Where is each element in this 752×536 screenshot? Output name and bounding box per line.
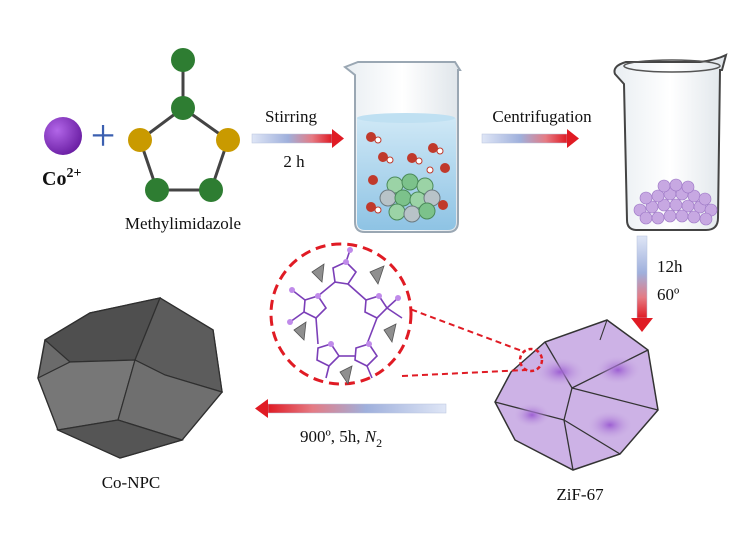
methylimidazole-molecule — [138, 60, 230, 192]
step2-label: Centrifugation — [492, 107, 592, 126]
cobalt-charge: 2+ — [66, 166, 81, 181]
cobalt-cluster — [379, 173, 441, 223]
beaker-precipitate — [613, 53, 728, 231]
step4-gas-subscript: 2 — [376, 436, 382, 450]
cobalt-sphere — [44, 117, 82, 155]
zif67-label: ZiF-67 — [556, 485, 604, 504]
drying-arrow — [631, 235, 653, 332]
molecule-atoms — [128, 48, 240, 202]
dissolved-molecules — [366, 132, 450, 214]
ring-nitrogen-atom — [216, 128, 240, 152]
cobalt-label: Co2+ — [42, 166, 81, 190]
ring-carbon-atom — [145, 178, 169, 202]
step3-top-label: 12h — [657, 257, 683, 276]
centrifugation-arrow — [481, 129, 579, 148]
stirring-arrow — [251, 129, 344, 148]
step3-bottom-label: 60º — [657, 285, 679, 304]
purple-precipitate — [633, 178, 718, 226]
ring-nitrogen-atom — [128, 128, 152, 152]
zoom-indicator — [269, 242, 544, 386]
step4-label: 900º, 5h, N2 — [300, 427, 382, 450]
zoom-line-bottom — [401, 369, 527, 377]
step1-bottom-label: 2 h — [283, 152, 305, 171]
zif67-crystal — [494, 319, 659, 471]
step4-conditions: 900º, 5h, — [300, 427, 365, 446]
plus-sign: + — [91, 111, 116, 160]
ligand-label: Methylimidazole — [125, 214, 241, 233]
ring-carbon-atom — [199, 178, 223, 202]
ring-carbon-atom — [171, 96, 195, 120]
cobalt-ion — [44, 117, 82, 155]
step1-top-label: Stirring — [265, 107, 317, 126]
co-npc-label: Co-NPC — [102, 473, 161, 492]
step4-gas: N — [364, 427, 378, 446]
pyrolysis-arrow — [255, 399, 447, 418]
beaker-solution — [343, 61, 462, 233]
co-npc-crystal — [37, 297, 224, 459]
methyl-carbon-atom — [171, 48, 195, 72]
zoom-line-top — [401, 305, 523, 352]
cobalt-symbol: Co — [42, 168, 66, 190]
zoom-source-circle — [518, 347, 544, 373]
zn-tetrahedra — [293, 263, 397, 386]
framework-atoms — [287, 247, 401, 347]
